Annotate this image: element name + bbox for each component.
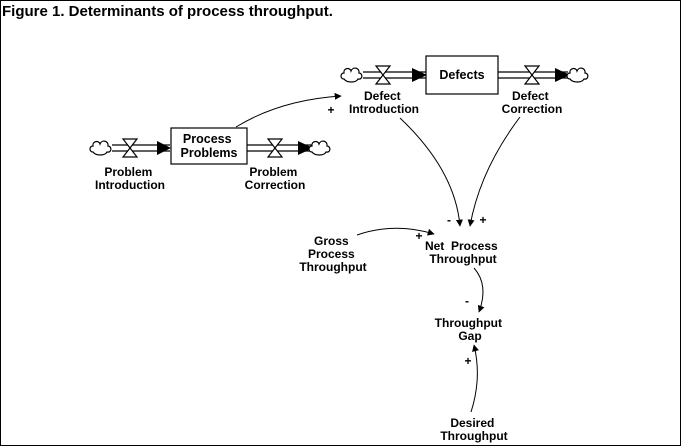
throughput-gap-label: Throughput Gap [435,316,506,343]
defects-stock: Defects [425,55,499,95]
defect-correction-flow [498,65,589,85]
defect-introduction-label: Defect Introduction [349,89,419,116]
link-gross-to-net [356,227,435,236]
problem-correction-flow [247,138,331,158]
polarity-sign: + [327,103,334,117]
link-defect-correction-to-net [467,116,521,227]
problem-introduction-valve-icon [122,138,138,158]
sink-cloud-icon [566,67,589,83]
link-defect-introduction-to-net [399,117,463,227]
source-cloud-icon [340,67,363,83]
net-process-throughput-label: Net Process Throughput [425,239,501,266]
problem-correction-label: Problem Correction [245,165,306,192]
defect-correction-label: Defect Correction [502,89,563,116]
source-cloud-icon [89,140,112,156]
polarity-sign: + [464,354,471,368]
link-net-to-gap [473,267,485,313]
svg-text:Defects: Defects [439,68,484,82]
defect-correction-valve-icon [524,65,540,85]
figure-title: Figure 1. Determinants of process throug… [2,3,333,20]
polarity-sign: - [447,213,451,227]
svg-text:Process Problems: Process Problems [181,132,238,160]
defect-introduction-valve-icon [375,65,391,85]
desired-throughput-label: Desired Throughput [440,416,507,443]
defect-introduction-flow [340,65,427,85]
polarity-sign: + [479,213,486,227]
gross-process-throughput-label: Gross Process Throughput [299,234,366,274]
sink-cloud-icon [308,140,331,156]
problem-introduction-label: Problem Introduction [95,165,165,192]
process-problems-stock: Process Problems [170,127,248,165]
link-desired-to-gap [470,344,479,413]
link-problems-to-defect-introduction [235,92,342,128]
problem-introduction-flow [89,138,171,158]
problem-correction-valve-icon [267,138,283,158]
polarity-sign: + [415,229,422,243]
polarity-sign: - [465,294,469,308]
